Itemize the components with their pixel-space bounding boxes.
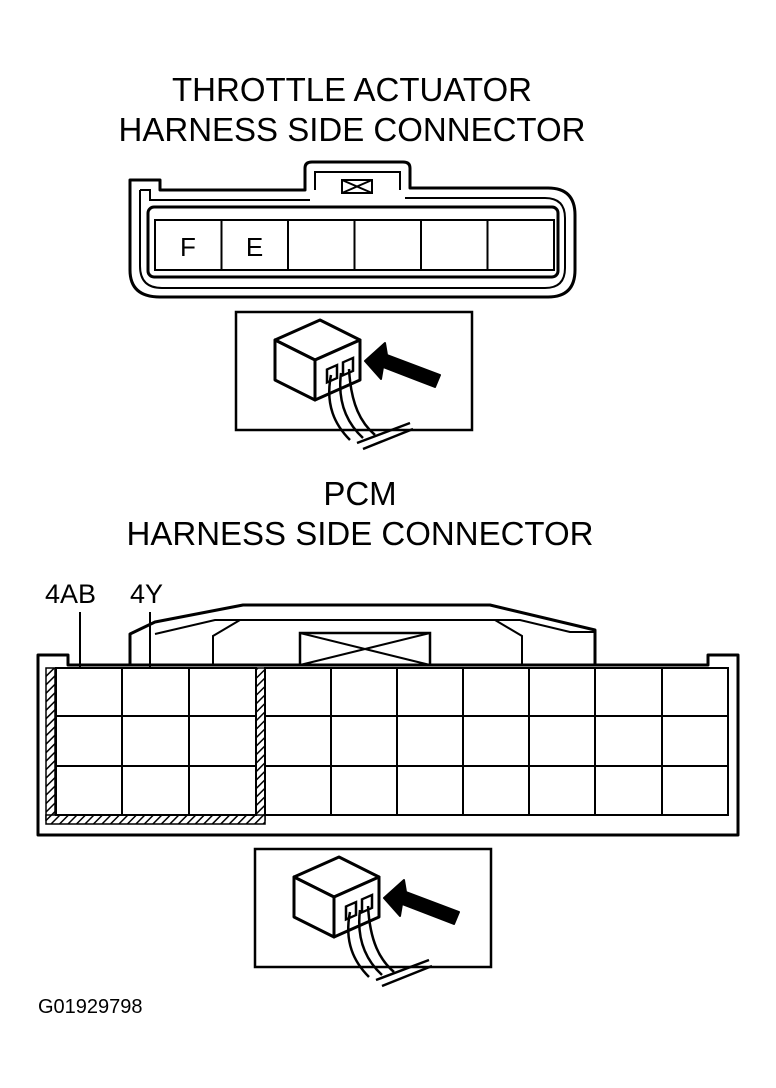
pcm-terminal-cell [661,765,729,816]
pcm-view-inset [253,847,493,988]
throttle-terminal-label: E [246,232,263,262]
pcm-terminal-cell [188,765,257,816]
pcm-terminal-cell [55,765,123,816]
pcm-terminal-cell [121,765,190,816]
pcm-terminal-cell [594,715,663,767]
pcm-terminal-cell [661,667,729,717]
figure-id: G01929798 [38,996,143,1018]
pcm-connector [36,603,740,837]
pcm-terminal-cell [462,667,530,717]
pcm-title-line1: PCM [323,475,396,512]
pcm-terminal-cell [55,715,123,767]
pcm-terminal-cell [594,765,663,816]
pcm-terminal-cell [396,715,464,767]
pcm-terminal-cell [462,765,530,816]
throttle-title-line2: HARNESS SIDE CONNECTOR [119,111,586,148]
pcm-terminal-cell [396,765,464,816]
throttle-terminal-cell [486,219,555,271]
throttle-terminal-cell [220,219,289,271]
pcm-terminal-cell [121,715,190,767]
throttle-terminal-cell [420,219,489,271]
pcm-terminal-cell [264,715,332,767]
throttle-terminal-cell [287,219,356,271]
pcm-terminal-cell [55,667,123,717]
throttle-terminal-label: F [180,232,196,262]
pcm-terminal-cell [188,715,257,767]
pin-label-4ab: 4AB [45,579,96,609]
pcm-terminal-cell [264,765,332,816]
pcm-terminal-cell [330,765,398,816]
throttle-title-line1: THROTTLE ACTUATOR [172,71,532,108]
pcm-terminal-cell [528,667,596,717]
pin-label-4y: 4Y [130,579,163,609]
pcm-terminal-cell [264,667,332,717]
pcm-terminal-cell [594,667,663,717]
pcm-title-line2: HARNESS SIDE CONNECTOR [127,515,594,552]
pcm-terminal-cell [121,667,190,717]
pcm-terminal-cell [528,765,596,816]
throttle-terminal-cell [353,219,422,271]
pcm-terminal-cell [330,667,398,717]
throttle-view-inset [234,310,474,451]
pcm-terminal-cell [661,715,729,767]
pcm-terminal-cell [330,715,398,767]
pcm-terminal-cell [188,667,257,717]
pcm-terminal-cell [396,667,464,717]
pcm-terminal-cell [462,715,530,767]
pcm-terminal-cell [528,715,596,767]
